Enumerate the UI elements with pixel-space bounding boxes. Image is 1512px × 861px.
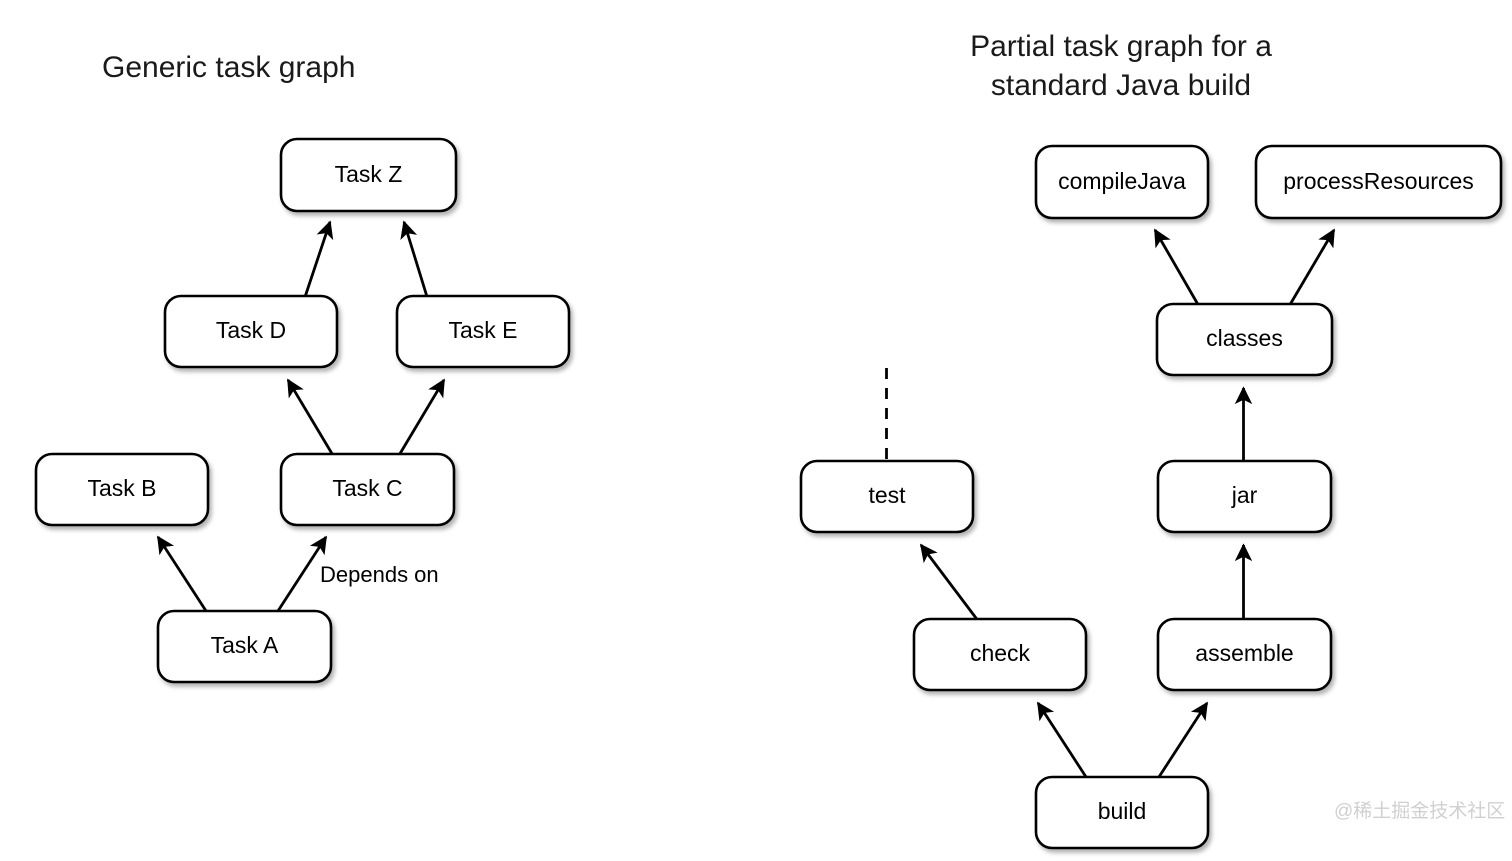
node-task-d-label: Task D: [216, 317, 286, 343]
node-task-a[interactable]: Task A: [156, 609, 333, 684]
node-check-label: check: [970, 640, 1031, 666]
node-compilejava-box[interactable]: [1034, 144, 1210, 220]
edge-taskA-to-taskB: [156, 535, 210, 615]
node-jar[interactable]: jar: [1156, 459, 1333, 534]
edge-taskE-to-taskZ: [400, 220, 430, 301]
edge-group-generic: [156, 220, 446, 615]
node-classes-box[interactable]: [1155, 302, 1334, 377]
node-task-c-label: Task C: [332, 475, 402, 501]
node-task-e-label: Task E: [448, 317, 517, 343]
node-assemble-box[interactable]: [1156, 617, 1333, 692]
node-jar-box[interactable]: [1156, 459, 1333, 534]
node-compilejava[interactable]: compileJava: [1034, 144, 1210, 220]
node-task-d-box[interactable]: [163, 294, 339, 369]
node-task-e[interactable]: Task E: [395, 294, 571, 369]
node-processresources[interactable]: processResources: [1254, 144, 1503, 220]
node-processresources-label: processResources: [1283, 168, 1473, 194]
node-task-a-label: Task A: [211, 632, 279, 658]
node-check[interactable]: check: [912, 617, 1088, 692]
node-test-label: test: [868, 482, 906, 508]
node-task-a-box[interactable]: [156, 609, 333, 684]
edge-taskA-to-taskC: [274, 535, 328, 615]
node-processresources-box[interactable]: [1254, 144, 1503, 220]
node-task-b[interactable]: Task B: [34, 452, 210, 527]
node-build[interactable]: build: [1034, 775, 1210, 850]
edge-build-to-assemble: [1155, 701, 1209, 781]
node-task-e-box[interactable]: [395, 294, 571, 369]
node-task-z-box[interactable]: [279, 137, 458, 213]
node-task-z[interactable]: Task Z: [279, 137, 458, 213]
node-check-box[interactable]: [912, 617, 1088, 692]
node-classes[interactable]: classes: [1155, 302, 1334, 377]
edge-taskC-to-taskD: [286, 378, 336, 458]
node-test-box[interactable]: [799, 459, 975, 534]
panel-title-java-build-line2: standard Java build: [991, 69, 1251, 102]
node-task-z-label: Task Z: [335, 161, 403, 187]
panel-title-java-build-line1: Partial task graph for a: [970, 30, 1272, 63]
node-build-box[interactable]: [1034, 775, 1210, 850]
edge-classes-to-compilejava: [1153, 228, 1202, 309]
edge-taskC-to-taskE: [396, 378, 446, 458]
node-compilejava-label: compileJava: [1058, 168, 1186, 194]
node-jar-label: jar: [1231, 482, 1258, 508]
panel-title-generic: Generic task graph: [102, 51, 355, 84]
edge-classes-to-processresources: [1286, 228, 1336, 309]
node-task-b-label: Task B: [87, 475, 156, 501]
edge-group-java-build: [885, 228, 1336, 781]
node-assemble[interactable]: assemble: [1156, 617, 1333, 692]
node-task-d[interactable]: Task D: [163, 294, 339, 369]
node-test[interactable]: test: [799, 459, 975, 534]
watermark: @稀土掘金技术社区: [1334, 800, 1505, 822]
node-build-label: build: [1098, 798, 1147, 824]
panel-generic-task-graph: Generic task graph Task Z Task D Task E: [34, 51, 571, 684]
edge-build-to-check: [1036, 701, 1090, 781]
node-task-c-box[interactable]: [279, 452, 456, 527]
node-task-c[interactable]: Task C: [279, 452, 456, 527]
edge-taskD-to-taskZ: [302, 220, 334, 301]
edge-label-depends-on: Depends on: [320, 562, 439, 587]
edge-check-to-test: [919, 543, 981, 623]
node-task-b-box[interactable]: [34, 452, 210, 527]
panel-java-build-task-graph: Partial task graph for a standard Java b…: [799, 30, 1503, 850]
node-assemble-label: assemble: [1195, 640, 1293, 666]
node-classes-label: classes: [1206, 325, 1283, 351]
